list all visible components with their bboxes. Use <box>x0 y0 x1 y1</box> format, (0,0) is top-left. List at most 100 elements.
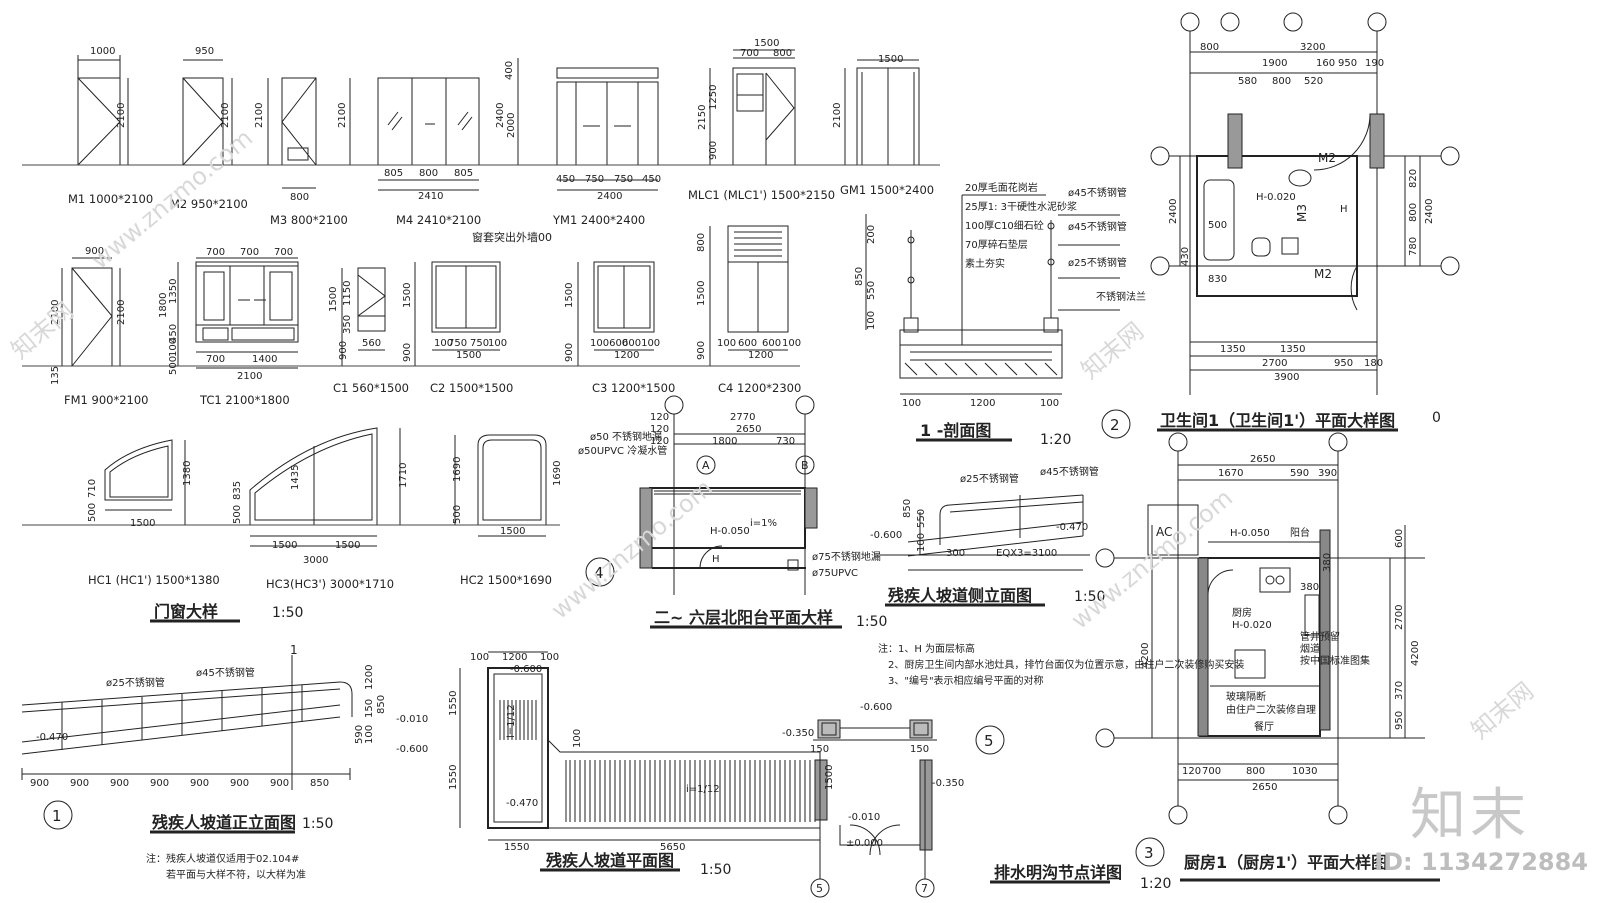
note-3: 3、"编号"表示相应编号平面的对称 <box>888 674 1044 687</box>
ramp-side-elevation <box>875 494 1090 571</box>
kit-top-3: 590 <box>1290 468 1309 479</box>
front-level-1: -0.470 <box>36 732 68 743</box>
bath-label-level: H-0.020 <box>1256 192 1296 203</box>
dim-hc3-d: 1500 <box>272 540 297 551</box>
plan-dim-4: 1550 <box>448 691 459 716</box>
bath-top-7: 580 <box>1238 76 1257 87</box>
dim-hc3-c: 1435 <box>290 465 301 490</box>
door-mlc1 <box>709 49 796 166</box>
dim-hc2-b: 500 <box>452 505 463 524</box>
drain-callout: 5 <box>984 732 994 750</box>
kit-right-5: 950 <box>1394 711 1405 730</box>
dim-mlc1-d: 2150 <box>697 105 708 130</box>
scale-ramp-front: 1:50 <box>302 816 333 832</box>
watermark-brand: 知末 <box>1410 783 1530 848</box>
dim-tc1-f: 450 <box>168 324 179 343</box>
dim-fm1-h: 2100 <box>50 300 61 325</box>
rail-note-3: ø25不锈钢管 <box>1068 256 1127 269</box>
bath-top-9: 520 <box>1304 76 1323 87</box>
dim-s1-b: 550 <box>866 281 877 300</box>
drain-level-5: ±0.000 <box>846 838 883 849</box>
kit-right-7: 380 <box>1300 582 1319 593</box>
layer-1: 20厚毛面花岗岩 <box>965 181 1038 194</box>
plan-slope-2: i=1/12 <box>686 784 720 795</box>
title-bathroom: 卫生间1（卫生间1'）平面大样图 <box>1160 411 1395 430</box>
bath-top-1: 800 <box>1200 42 1219 53</box>
dim-c1-s: 900 <box>338 341 349 360</box>
scale-tail-bathroom: 0 <box>1432 410 1441 426</box>
kit-label-kitchen: 厨房 <box>1232 606 1252 619</box>
front-note-1: ø25不锈钢管 <box>106 676 165 689</box>
balc-dim-1: 2770 <box>730 412 755 423</box>
bath-top-2: 3200 <box>1300 42 1325 53</box>
dim-m2-h: 2100 <box>220 103 231 128</box>
label-c3: C3 1200*1500 <box>592 381 675 395</box>
dim-c2-c: 750 <box>470 338 489 349</box>
dim-hc3-a: 835 <box>232 481 243 500</box>
plan-level-2: -0.470 <box>506 798 538 809</box>
label-ym1: YM1 2400*2400 <box>552 213 645 227</box>
dim-tc1-c: 700 <box>274 247 293 258</box>
label-m3: M3 800*2100 <box>270 213 348 227</box>
front-dim-6: 900 <box>230 778 249 789</box>
side-dim-5: EQX3=3100 <box>996 548 1057 559</box>
dim-m2-w: 950 <box>195 46 214 57</box>
balc-level: H-0.050 <box>710 526 750 537</box>
label-hc3: HC3(HC3') 3000*1710 <box>266 577 394 591</box>
dim-c1-a: 1150 <box>342 281 353 306</box>
title-drain: 排水明沟节点详图 <box>994 863 1122 882</box>
kit-bot-total: 2650 <box>1252 782 1277 793</box>
kit-label-ac: AC <box>1156 525 1172 539</box>
watermark-small-1: 知末网 <box>6 297 79 365</box>
layer-4: 70厚碎石垫层 <box>965 238 1028 251</box>
kit-label-std: 按中国标准图集 <box>1300 654 1370 667</box>
kitchen-plan <box>1095 432 1425 825</box>
bath-right-total: 2400 <box>1424 199 1435 224</box>
watermark-small-2: 知末网 <box>1076 317 1149 385</box>
dim-hc1-h: 1380 <box>182 461 193 486</box>
dim-mlc1-c: 1250 <box>708 85 719 110</box>
label-mlc1: MLC1 (MLC1') 1500*2150 <box>688 188 835 202</box>
dim-c4-d: 600 <box>738 338 757 349</box>
bath-label-m2a: M2 <box>1318 151 1336 165</box>
dim-mlc1-e: 900 <box>708 141 719 160</box>
front-level-3: -0.600 <box>396 744 428 755</box>
balc-note-4: ø75UPVC <box>812 568 858 579</box>
label-c2: C2 1500*1500 <box>430 381 513 395</box>
plan-dim-5: 1550 <box>448 765 459 790</box>
dim-mlc1-a: 700 <box>740 48 759 59</box>
dim-s1-f: 1200 <box>970 398 995 409</box>
dim-c2-s: 900 <box>402 343 413 362</box>
bath-left-2: 430 <box>1180 247 1191 266</box>
drain-axis-7: 7 <box>921 882 928 895</box>
dim-c1-h: 1500 <box>328 287 339 312</box>
front-dim-8: 850 <box>310 778 329 789</box>
watermark-id: ID: 1134272884 <box>1374 848 1588 876</box>
front-remark-2: 若平面与大样不符，以大样为准 <box>166 868 306 881</box>
scale-drain: 1:20 <box>1140 876 1171 892</box>
layer-2: 25厚1: 3干硬性水泥砂浆 <box>965 200 1077 213</box>
bath-right-2: 800 <box>1408 203 1419 222</box>
door-m2 <box>182 59 233 166</box>
dim-c4-e: 600 <box>762 338 781 349</box>
front-dim-5: 900 <box>190 778 209 789</box>
dim-tc1-i: 700 <box>206 354 225 365</box>
dim-gm1-w: 1500 <box>878 54 903 65</box>
plan-dim-7: 5650 <box>660 842 685 853</box>
bath-bot-2: 1350 <box>1280 344 1305 355</box>
label-gm1: GM1 1500*2400 <box>840 183 934 197</box>
side-level-2: -0.470 <box>1056 522 1088 533</box>
bath-label-830: 830 <box>1208 274 1227 285</box>
dim-ym1-f: 750 <box>614 174 633 185</box>
ramp-plan <box>459 651 821 841</box>
window-c4 <box>709 225 789 366</box>
rail-note-1: ø45不锈钢管 <box>1068 186 1127 199</box>
bath-left-1: 2400 <box>1168 199 1179 224</box>
rail-note-4: 不锈钢法兰 <box>1096 290 1146 303</box>
drain-level-2: -0.350 <box>782 728 814 739</box>
front-dim-9: 1200 <box>364 665 375 690</box>
dim-ym1-b: 2400 <box>495 103 506 128</box>
dim-m4-a: 805 <box>384 168 403 179</box>
front-section-mark: 1 <box>290 643 298 657</box>
